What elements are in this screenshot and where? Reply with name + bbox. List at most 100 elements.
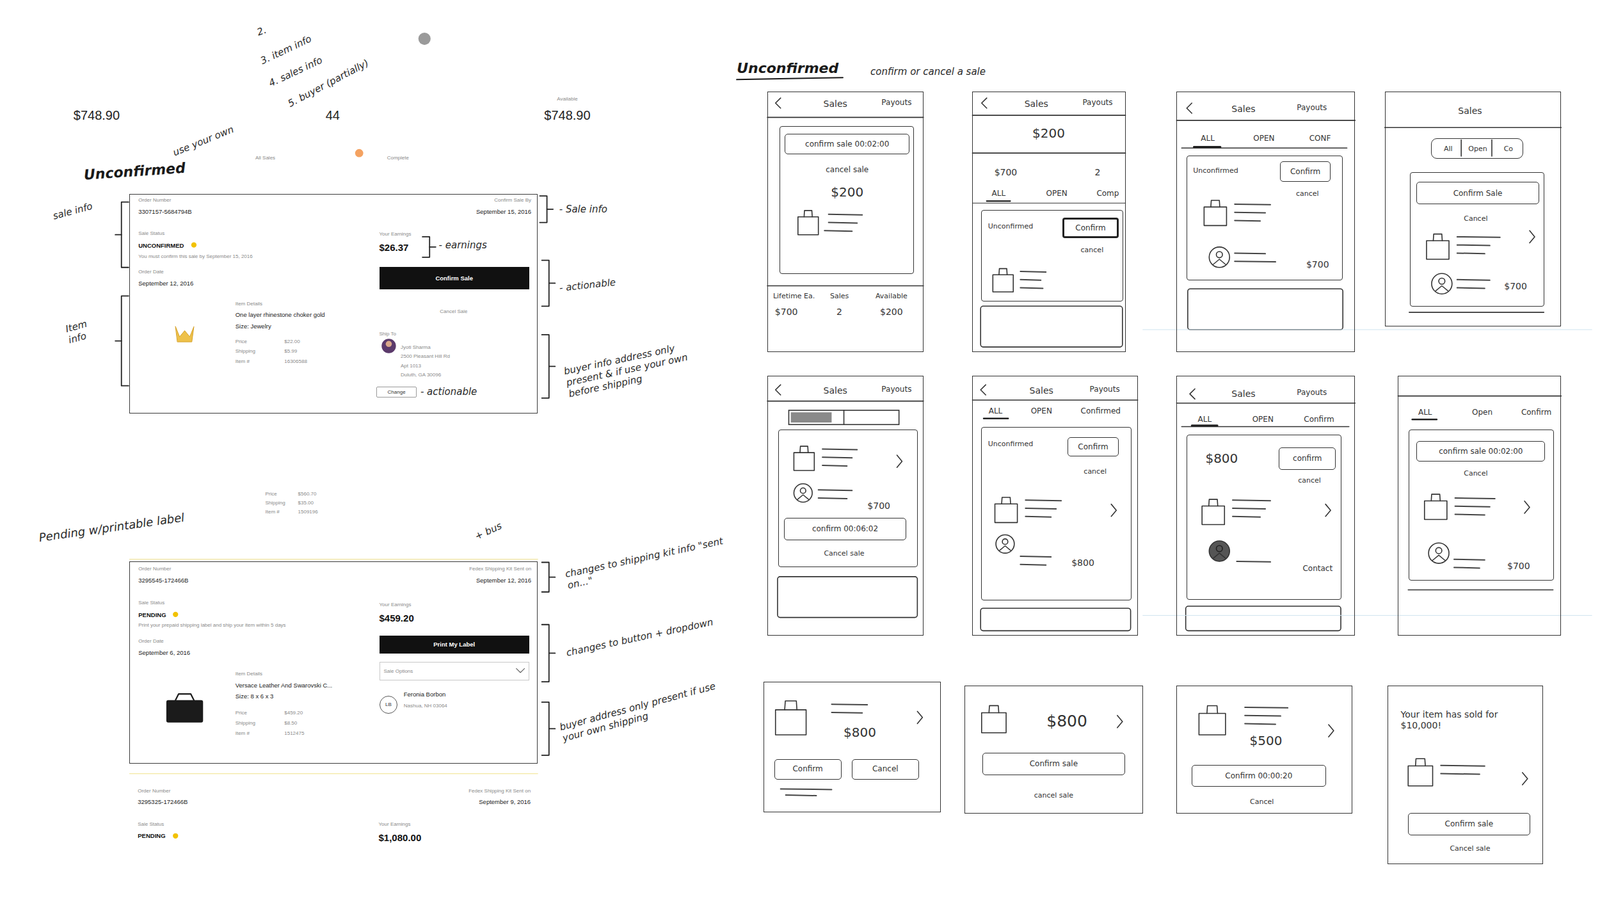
node-text: Item Details — [235, 670, 263, 678]
small-button: Change — [376, 386, 418, 399]
sketch-button: Confirm — [1062, 217, 1119, 239]
sketch-line — [767, 285, 924, 287]
text-placeholder — [1025, 515, 1051, 518]
text-placeholder — [822, 464, 847, 467]
node-text: Payouts — [1089, 384, 1120, 394]
back-icon — [1186, 103, 1192, 114]
node-text: $26.37 — [379, 241, 409, 254]
sketch-card: Confirm sale$800cancel sale — [964, 685, 1144, 813]
sketch-card: confirm$800cancelContact — [1186, 434, 1342, 600]
node-text: Sales — [1029, 385, 1054, 397]
annotation: changes to button + dropdown — [565, 615, 718, 659]
node-text: Sales — [823, 385, 848, 397]
status-dot — [172, 833, 178, 839]
node-text: $459.20 — [284, 709, 303, 717]
text-placeholder — [1020, 279, 1041, 281]
button-label: Confirm — [1075, 223, 1106, 233]
avatar-icon — [800, 487, 806, 494]
node-text: Cancel sale — [823, 549, 864, 558]
sketch-line — [1412, 418, 1437, 420]
avatar-icon — [1432, 554, 1446, 560]
node-text: Unconfirmed — [988, 222, 1034, 232]
sketch-line — [986, 200, 1011, 202]
text-placeholder — [1234, 252, 1266, 255]
node-text: $800 — [843, 724, 877, 740]
node-text: Your Earnings — [379, 601, 412, 608]
node-text: Shipping — [235, 348, 256, 356]
buyer-photo — [385, 341, 393, 348]
bag-icon — [800, 446, 809, 453]
node-text: Apt 1013 — [400, 362, 422, 370]
bag-icon — [988, 705, 999, 713]
sketch-panel — [777, 576, 918, 618]
node-text: cancel — [1080, 245, 1104, 255]
screen-text: September 9, 2016 — [478, 798, 531, 806]
node-text: Cancel — [1463, 214, 1488, 223]
text-placeholder — [1232, 515, 1261, 518]
screen-text: $35.00 — [298, 499, 314, 507]
node-text: Sale Status — [138, 599, 165, 607]
item-photo — [166, 700, 203, 723]
chevron-icon — [1529, 230, 1535, 243]
annotation: + bus — [472, 519, 504, 543]
button-label: Confirm Sale — [1453, 188, 1503, 198]
node-text: 1512475 — [284, 730, 304, 737]
node-text: OPEN — [1046, 188, 1068, 198]
sketch-button: Confirm — [1280, 161, 1332, 182]
annotation: Unconfirmed — [83, 160, 187, 184]
phone-sketch: confirm 00:06:02$700Cancel saleSalesPayo… — [767, 375, 924, 637]
chevron-icon — [1522, 772, 1528, 785]
bracket — [422, 236, 430, 258]
node-text: cancel — [1296, 190, 1320, 199]
node-text: Sales — [1024, 98, 1049, 110]
bracket — [539, 195, 547, 223]
sketch-line — [1193, 145, 1220, 148]
bag-icon — [793, 452, 815, 471]
text-placeholder — [1244, 722, 1276, 725]
node-text: Size: Jewelry — [235, 322, 272, 330]
node-text: Order Number — [138, 565, 171, 573]
bracket — [549, 727, 556, 729]
node-text: 2 — [836, 306, 843, 318]
bag-icon — [1424, 501, 1448, 520]
sketch-line — [983, 417, 1008, 419]
sketch-button: Confirm — [1067, 437, 1119, 457]
node-text: Payouts — [1296, 387, 1327, 397]
text-placeholder — [780, 787, 832, 790]
node-text: 16306588 — [284, 359, 308, 366]
node-text: 2 — [1094, 166, 1101, 178]
primary-button: Confirm Sale — [379, 266, 530, 290]
dropdown-caret — [516, 668, 525, 672]
sketch-line — [767, 400, 924, 402]
annotation: use your own — [171, 123, 236, 159]
text-placeholder — [1232, 499, 1271, 502]
avatar-icon — [1208, 540, 1230, 562]
sketch-line — [1409, 311, 1544, 313]
node-text: ALL — [992, 188, 1007, 198]
bracket — [549, 576, 556, 578]
node-text: Duluth, GA 30096 — [400, 371, 441, 379]
text-placeholder — [1234, 211, 1266, 214]
annotation: - earnings — [439, 239, 488, 251]
node-text: $800 — [1046, 711, 1088, 731]
node-text: cancel sale — [825, 165, 869, 175]
node-text: Confirmed — [1080, 406, 1121, 416]
node-text: CONF — [1309, 133, 1332, 143]
button-label: Sale Options — [384, 668, 414, 675]
sketch-card: ConfirmUnconfirmedcancel$800 — [981, 426, 1131, 601]
bag-icon — [1198, 712, 1225, 735]
sketch-line — [1460, 139, 1462, 157]
avatar-icon — [1002, 538, 1008, 545]
avatar-icon — [999, 545, 1011, 551]
text-placeholder — [818, 497, 848, 500]
dropdown: Sale Options — [379, 661, 530, 681]
sketch-card: confirm sale 00:02:00cancel sale$200 — [779, 126, 914, 274]
text-placeholder — [1244, 706, 1288, 709]
node-text: $700 — [867, 499, 891, 511]
text-placeholder — [1234, 260, 1276, 263]
node-text: All — [1443, 145, 1453, 154]
node-text: Order Number — [138, 197, 171, 205]
node-text: Your Earnings — [379, 231, 412, 238]
avatar-initials: LB — [379, 695, 399, 715]
status-dot — [172, 611, 178, 617]
